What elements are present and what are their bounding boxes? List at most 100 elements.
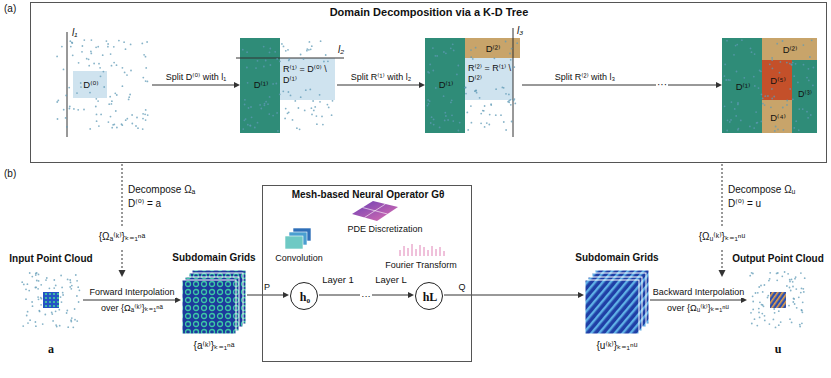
illustration-part	[352, 201, 398, 221]
point-dot	[325, 54, 327, 56]
point-dot	[761, 94, 763, 96]
node-text: hL	[423, 290, 438, 304]
point-dot	[275, 83, 277, 85]
point-dot	[774, 130, 776, 132]
point-dot	[514, 98, 516, 100]
point-dot	[796, 307, 798, 309]
point-dot	[26, 315, 28, 317]
point-dot	[736, 71, 738, 73]
illustration-part	[412, 244, 413, 256]
point-dot	[773, 319, 775, 321]
point-dot	[435, 55, 437, 57]
point-dot	[142, 77, 144, 79]
decomposition-figure: l₃D⁽¹⁾D⁽²⁾R⁽²⁾ = R⁽¹⁾ \ D⁽²⁾	[426, 39, 521, 134]
point-dot	[803, 44, 805, 46]
point-dot	[505, 129, 507, 131]
point-dot	[66, 126, 68, 128]
point-dot	[771, 57, 773, 59]
point-dot	[751, 323, 753, 325]
point-dot	[775, 126, 777, 128]
point-dot	[801, 310, 803, 312]
illustration-part	[240, 38, 280, 133]
annotation: {Ωᵤ⁽ᵏ⁾}ₖ₌₁ⁿᵘ	[699, 231, 746, 243]
point-dot	[309, 89, 311, 91]
point-dot	[760, 70, 762, 72]
point-dot	[27, 322, 29, 324]
point-dot	[88, 58, 90, 60]
point-dot	[801, 309, 803, 311]
point-dot	[793, 75, 795, 77]
point-dot	[450, 47, 452, 49]
point-dot	[771, 88, 773, 90]
point-dot	[790, 64, 792, 66]
illustration-part	[722, 250, 723, 270]
point-dot	[122, 67, 124, 69]
point-dot	[31, 301, 33, 303]
point-dot	[433, 119, 435, 121]
point-dot	[103, 86, 105, 88]
node-text: a	[48, 342, 54, 356]
point-dot	[453, 50, 455, 52]
point-dot	[305, 89, 307, 91]
illustration-part	[420, 245, 421, 256]
grid-stack: Subdomain Grids{a⁽ᵏ⁾}ₖ₌₁ⁿᵃ	[182, 270, 246, 334]
point-dot	[69, 286, 71, 288]
point-dot	[752, 273, 754, 275]
point-dot	[115, 110, 117, 112]
point-dot	[804, 277, 806, 279]
point-dot	[98, 63, 100, 65]
point-dot	[27, 283, 29, 285]
point-dot	[270, 64, 272, 66]
figure-two	[236, 38, 344, 133]
annotation: D⁽⁰⁾ = u	[728, 198, 761, 210]
point-dot	[750, 48, 752, 50]
point-dot	[40, 284, 42, 286]
point-dot	[799, 326, 801, 328]
point-dot	[761, 121, 763, 123]
point-dot	[22, 325, 24, 327]
point-dot	[113, 46, 115, 48]
point-dot	[802, 108, 804, 110]
point-dot	[724, 75, 726, 77]
point-dot	[77, 109, 79, 111]
arrowhead	[283, 292, 289, 298]
connector-line	[522, 85, 716, 86]
point-dot	[445, 115, 447, 117]
point-dot	[268, 113, 270, 115]
annotation: (a)	[4, 3, 16, 15]
point-dot	[69, 108, 71, 110]
point-dot	[763, 305, 765, 307]
point-dot	[135, 125, 137, 127]
point-dot	[435, 87, 437, 89]
node-text: Subdomain Grids	[172, 252, 255, 264]
point-dot	[45, 279, 47, 281]
point-dot	[304, 110, 306, 112]
point-dot	[125, 119, 127, 121]
point-dot	[486, 122, 488, 124]
point-dot	[451, 114, 453, 116]
point-dot	[791, 64, 793, 66]
pde-icon	[352, 201, 398, 221]
point-dot	[279, 60, 281, 62]
point-dot	[52, 320, 54, 322]
point-dot	[51, 313, 53, 315]
point-dot	[146, 41, 148, 43]
point-dot	[431, 116, 433, 118]
point-dot	[121, 124, 123, 126]
point-dot	[136, 117, 138, 119]
point-dot	[83, 109, 85, 111]
connector-line	[83, 300, 175, 301]
point-dot	[767, 297, 769, 299]
point-dot	[778, 310, 780, 312]
point-dot	[444, 112, 446, 114]
point-dot	[298, 107, 300, 109]
point-dot	[108, 121, 110, 123]
point-dot	[803, 64, 805, 66]
point-dot	[57, 118, 59, 120]
point-dot	[88, 65, 90, 67]
point-dot	[255, 67, 257, 69]
point-dot	[450, 102, 452, 104]
point-dot	[98, 125, 100, 127]
point-dot	[89, 128, 91, 130]
point-dot	[71, 42, 73, 44]
